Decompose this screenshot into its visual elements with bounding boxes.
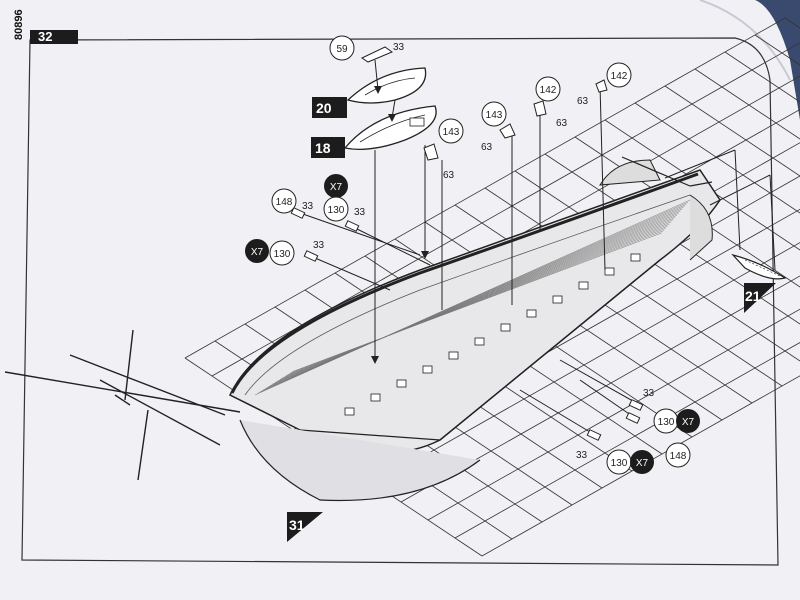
page-frame bbox=[21, 37, 779, 566]
step-flag-18: 18 bbox=[311, 137, 345, 158]
svg-text:130: 130 bbox=[274, 249, 291, 260]
svg-text:X7: X7 bbox=[251, 247, 264, 258]
label-33-right-b: 33 bbox=[576, 450, 588, 461]
label-33-left: 33 bbox=[313, 240, 325, 251]
page-number: 32 bbox=[38, 29, 52, 44]
step-flag-20: 20 bbox=[312, 97, 347, 118]
svg-text:31: 31 bbox=[289, 517, 305, 533]
svg-text:20: 20 bbox=[316, 100, 332, 116]
svg-text:130: 130 bbox=[658, 417, 675, 428]
svg-text:X7: X7 bbox=[330, 182, 343, 193]
cannon-barrels bbox=[290, 207, 644, 441]
part-143-bracket-a bbox=[423, 143, 439, 161]
callout-x7-right-b: X7 bbox=[630, 450, 654, 474]
callout-130-left: 130 bbox=[269, 240, 295, 266]
stern-spars bbox=[621, 156, 713, 187]
label-33-upper-b: 33 bbox=[354, 207, 366, 218]
callout-x7-left: X7 bbox=[245, 239, 269, 263]
label-33-right-a: 33 bbox=[643, 388, 655, 399]
svg-text:18: 18 bbox=[315, 140, 331, 156]
svg-text:130: 130 bbox=[611, 458, 628, 469]
boat-part-18 bbox=[343, 105, 437, 151]
label-63-right: 63 bbox=[577, 96, 589, 107]
callout-143-right: 143 bbox=[481, 101, 507, 127]
label-33-upper-a: 33 bbox=[302, 201, 314, 212]
part-143-bracket-b bbox=[499, 123, 516, 139]
callout-59: 59 bbox=[329, 35, 355, 61]
step-flag-31: 31 bbox=[287, 512, 323, 542]
callout-130-right-b: 130 bbox=[606, 449, 632, 475]
gun-ports bbox=[344, 253, 641, 416]
callout-130-upper: 130 bbox=[323, 196, 349, 222]
callout-x7-upper: X7 bbox=[324, 174, 348, 198]
callout-130-right-a: 130 bbox=[653, 408, 679, 434]
label-33-boat: 33 bbox=[393, 42, 405, 53]
page-curl bbox=[699, 0, 791, 81]
leader-lines bbox=[299, 59, 776, 436]
svg-text:59: 59 bbox=[336, 44, 348, 55]
callout-143-left: 143 bbox=[438, 118, 464, 144]
svg-text:X7: X7 bbox=[636, 458, 649, 469]
part-59-plate bbox=[360, 46, 394, 63]
svg-text:142: 142 bbox=[611, 71, 628, 82]
svg-text:148: 148 bbox=[276, 197, 293, 208]
label-63-mid: 63 bbox=[481, 142, 493, 153]
boat-part-21 bbox=[731, 253, 787, 280]
label-63-center: 63 bbox=[556, 118, 568, 129]
callout-148-right: 148 bbox=[665, 442, 691, 468]
leader-arrowheads bbox=[371, 86, 429, 364]
svg-text:143: 143 bbox=[486, 110, 503, 121]
step-flag-21: 21 bbox=[744, 283, 776, 313]
part-142-bracket-a bbox=[533, 100, 547, 117]
callout-142-left: 142 bbox=[535, 76, 561, 102]
part-142-bracket-b bbox=[595, 79, 608, 93]
svg-text:142: 142 bbox=[540, 85, 557, 96]
callout-x7-right-a: X7 bbox=[676, 409, 700, 433]
svg-text:21: 21 bbox=[745, 288, 761, 304]
svg-text:X7: X7 bbox=[682, 417, 695, 428]
boat-part-20 bbox=[346, 67, 427, 104]
side-code: 80896 bbox=[13, 9, 25, 40]
deck-planking bbox=[254, 199, 691, 396]
page-number-tab bbox=[30, 30, 78, 44]
label-63-left: 63 bbox=[443, 170, 455, 181]
svg-text:130: 130 bbox=[328, 205, 345, 216]
svg-text:148: 148 bbox=[670, 451, 687, 462]
svg-text:143: 143 bbox=[443, 127, 460, 138]
callout-148-upper: 148 bbox=[271, 188, 297, 214]
ship-hull bbox=[229, 159, 721, 502]
callout-142-right: 142 bbox=[606, 62, 632, 88]
bowsprit bbox=[4, 329, 241, 481]
